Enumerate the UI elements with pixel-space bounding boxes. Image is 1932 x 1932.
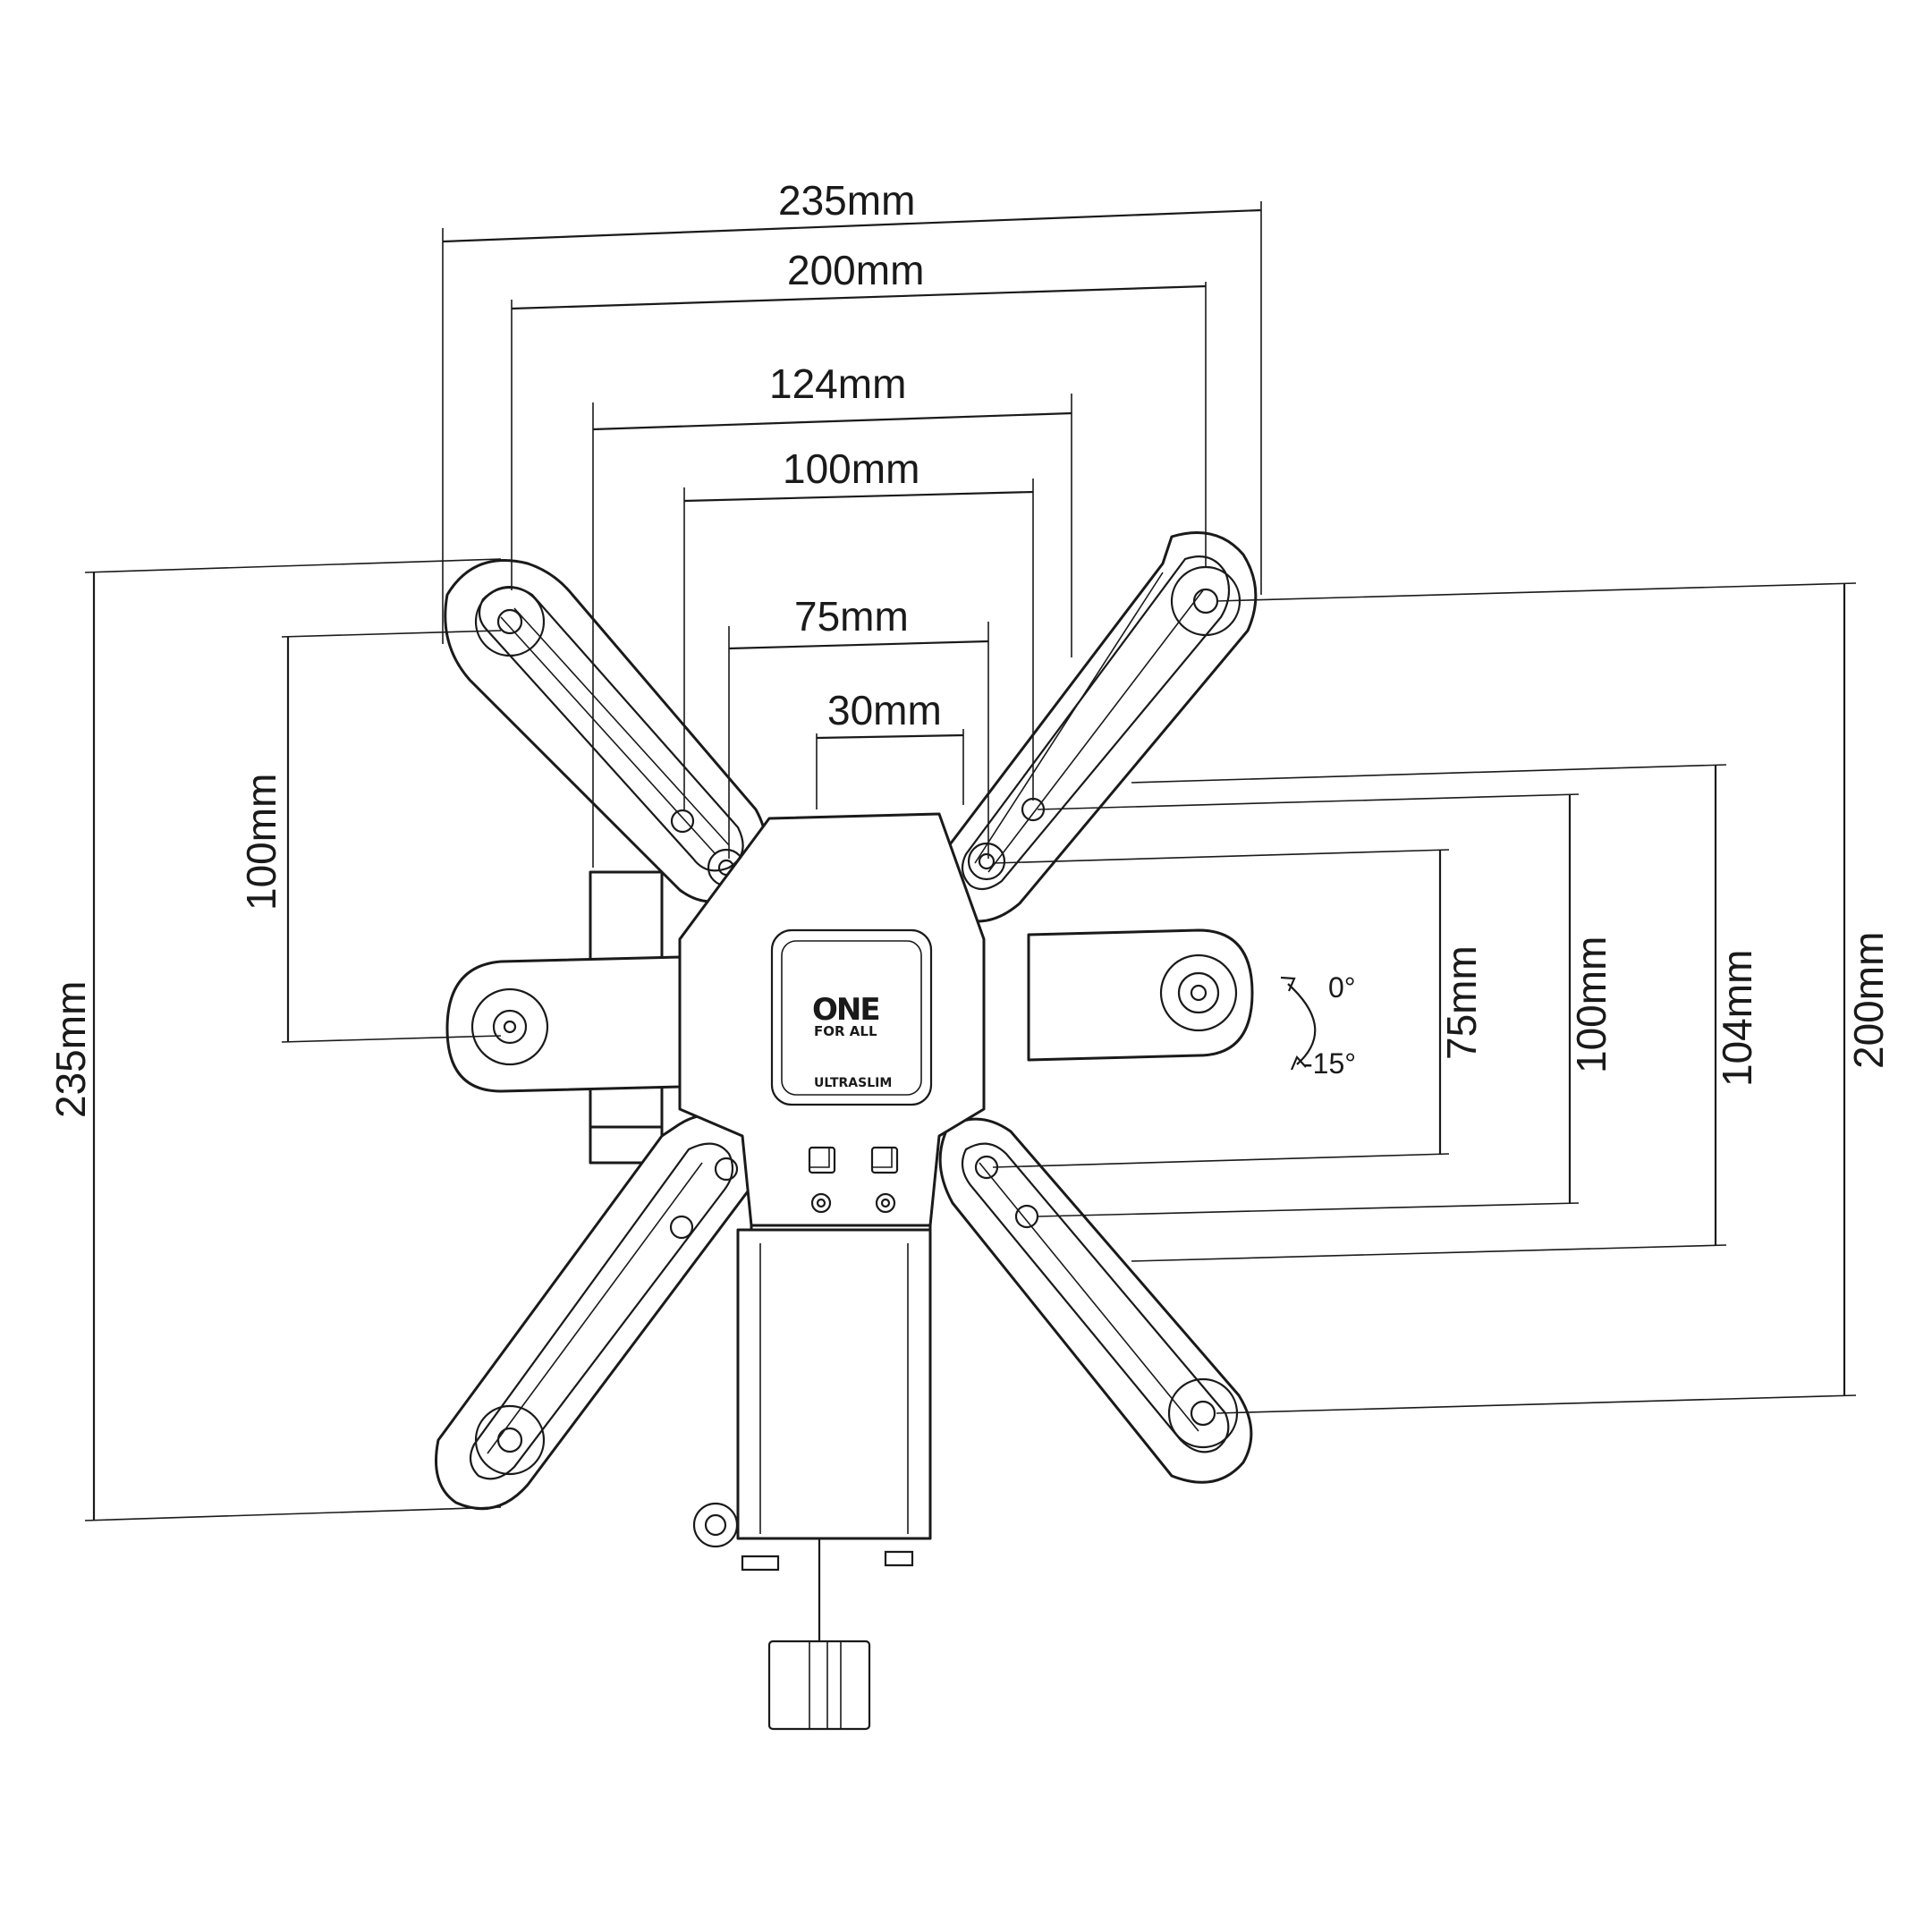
tilt-indicator: 0° -15° [1280,971,1356,1080]
horizontal-dimension-labels: 235mm 200mm 124mm 100mm 75mm 30mm [769,177,942,733]
lower-bracket [692,1228,932,1731]
product-line-text: ULTRASLIM [814,1076,892,1090]
arm-upper-left [444,559,767,903]
dim-v200-label: 200mm [1845,932,1892,1069]
tilt-min-label: -15° [1303,1047,1356,1080]
logo-main-text: ONE [812,992,879,1028]
dim-v100-label: 100mm [238,774,284,911]
dim-h235-label: 235mm [778,177,915,224]
arm-lower-left [435,1113,762,1511]
dim-v104-label: 104mm [1714,950,1760,1087]
arm-upper-right [936,531,1258,923]
dim-v75-label: 75mm [1438,945,1485,1060]
dim-h100-label: 100mm [783,445,919,492]
vertical-dimension-labels: 235mm 100mm 75mm 100mm 104mm 200mm [47,774,1892,1118]
dim-h124-label: 124mm [769,360,906,407]
dim-h75-label: 75mm [794,593,909,640]
dim-h200-label: 200mm [787,247,924,293]
dim-v100r-label: 100mm [1568,936,1614,1073]
dimension-lines [84,201,1857,1521]
arm-lower-right [938,1117,1253,1484]
central-plate [445,812,1254,1227]
logo-sub-text: FOR ALL [814,1023,877,1039]
lock-buttons [808,1146,899,1214]
tilt-max-label: 0° [1328,971,1356,1004]
brand-badge: ONE FOR ALL ULTRASLIM [770,928,933,1106]
dim-v235-label: 235mm [47,981,94,1118]
dim-h30-label: 30mm [827,687,942,733]
